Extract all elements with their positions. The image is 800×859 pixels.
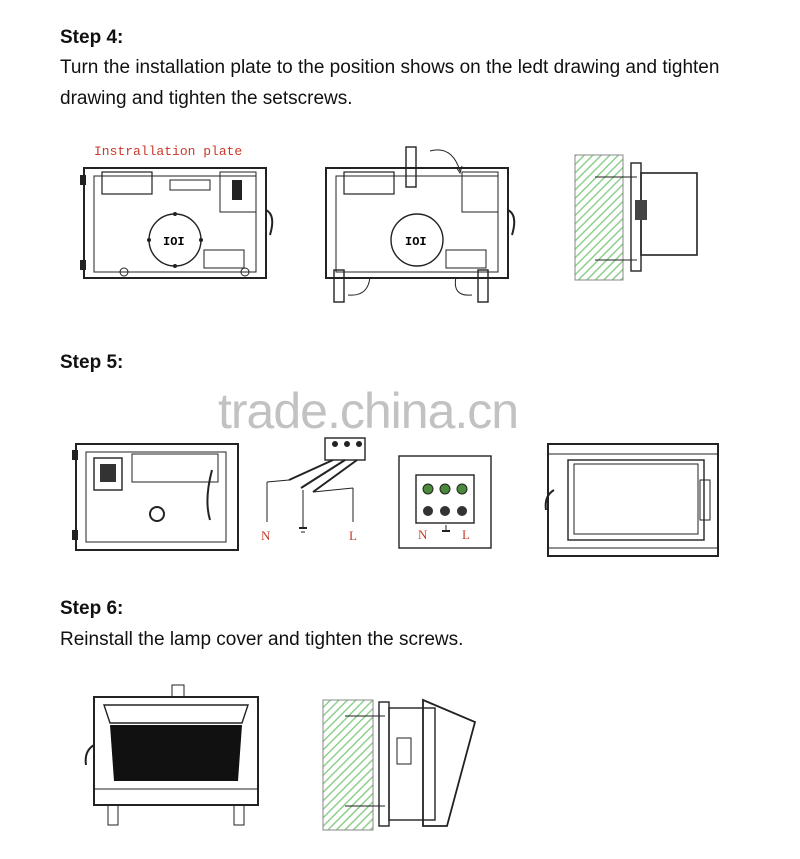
terminal-label-l: L [462,527,470,542]
installation-plate-label: Instrallation plate [94,144,242,159]
step4-title: Step 4: [60,27,124,48]
step5-drawing-wiring: N L [261,437,366,543]
step4-text: Turn the installation plate to the posit… [60,57,720,109]
step5-title: Step 5: [60,352,124,373]
step5-drawing-fixture [544,443,719,557]
step5-drawing-terminal-block: N L [398,455,492,549]
step4-drawing-plate-turned: IOI [325,146,516,303]
terminal-label-n: N [418,527,428,542]
watermark: trade.china.cn [218,383,519,439]
step6-text: Reinstall the lamp cover and tighten the… [60,629,464,650]
step5-drawing-housing [72,443,239,551]
step6-title: Step 6: [60,598,124,619]
step6-drawing-front-cover [84,684,259,826]
svg-text:IOI: IOI [405,235,427,249]
svg-text:IOI: IOI [163,235,185,249]
wire-label-l: L [349,528,357,543]
wire-label-n: N [261,528,271,543]
step4-drawing-side-wall [574,154,698,281]
step6-drawing-side-wall [322,698,477,831]
step4-drawing-plate: Instrallation plate IOI [80,144,274,279]
